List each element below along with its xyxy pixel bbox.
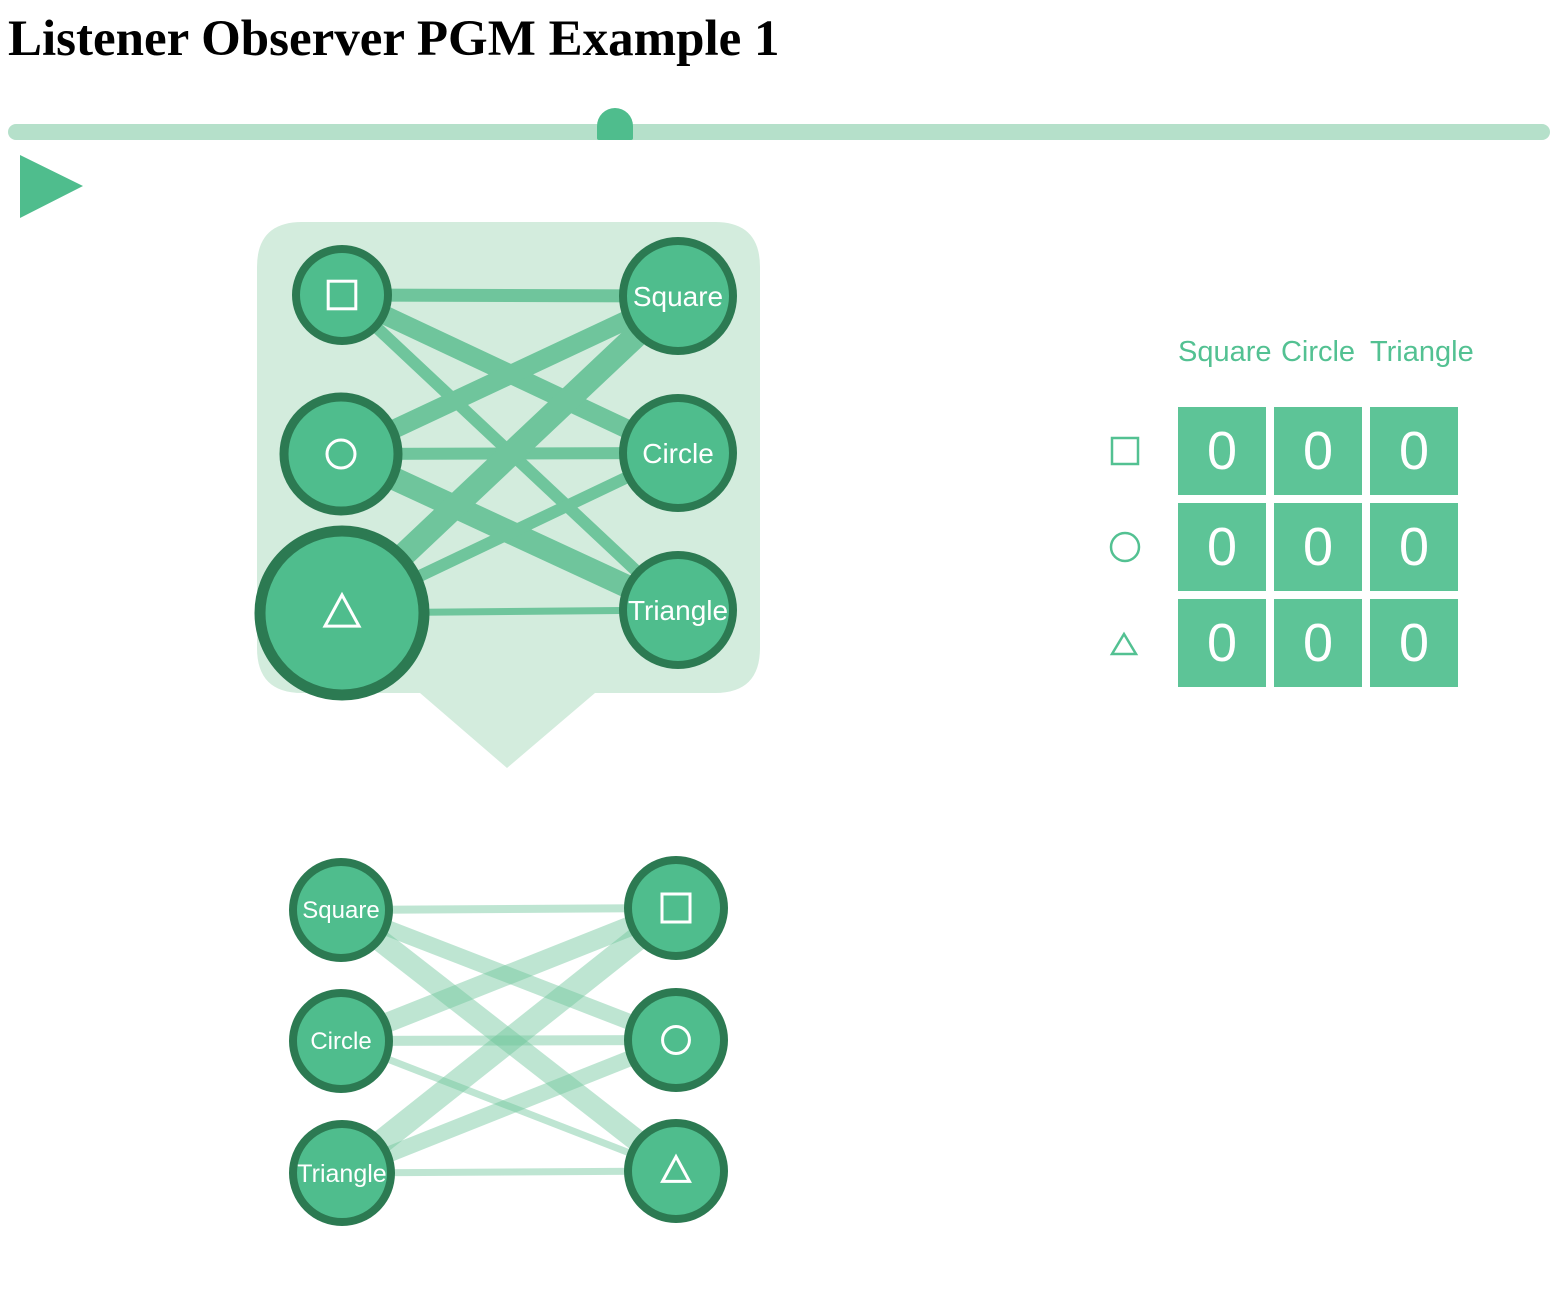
timeline-slider-track[interactable]	[8, 124, 1550, 140]
node-circle	[289, 858, 393, 962]
node-circle	[624, 988, 728, 1092]
node-label: Triangle	[628, 595, 728, 626]
node-circle	[624, 856, 728, 960]
node-circle	[624, 1119, 728, 1223]
edge-word-circle-sym-circle	[340, 1035, 677, 1046]
edge-word-triangle-sym-circle	[339, 1032, 679, 1181]
node-circle	[619, 237, 737, 355]
graph-node-word-circle[interactable]: Circle	[619, 394, 737, 512]
matrix-cell-2-1: 0	[1274, 599, 1362, 687]
graph-node-word-triangle[interactable]: Triangle	[619, 551, 737, 669]
node-circle	[619, 394, 737, 512]
node-circle	[292, 245, 392, 345]
graph-node-word-square[interactable]: Square	[289, 858, 393, 962]
edge-word-triangle-sym-triangle	[341, 1167, 677, 1177]
edge-word-square-sym-square	[340, 904, 677, 914]
node-circle	[619, 551, 737, 669]
graph-node-sym-triangle[interactable]	[254, 525, 430, 701]
node-label: Square	[302, 897, 379, 924]
node-label: Square	[633, 281, 723, 312]
edge-word-triangle-sym-square	[334, 898, 684, 1183]
node-label: Circle	[642, 438, 714, 469]
matrix-col-header-circle: Circle	[1280, 336, 1356, 368]
graph-node-sym-circle[interactable]	[279, 392, 403, 516]
edge-word-circle-sym-triangle	[339, 1037, 678, 1175]
node-label: Circle	[310, 1028, 371, 1055]
circle-icon	[1109, 531, 1141, 563]
node-circle	[279, 392, 403, 516]
matrix-row-label	[1104, 435, 1178, 467]
node-label: Triangle	[297, 1160, 386, 1188]
matrix-row-label	[1104, 627, 1178, 659]
matrix-cell-1-2: 0	[1370, 503, 1458, 591]
graph-node-word-triangle[interactable]: Triangle	[289, 1120, 395, 1226]
graph-node-word-circle[interactable]: Circle	[289, 989, 393, 1093]
graph-node-sym-circle[interactable]	[624, 988, 728, 1092]
matrix-col-header-square: Square	[1178, 336, 1272, 368]
circle-icon	[325, 438, 357, 470]
square-icon	[660, 892, 692, 924]
matrix-cell-0-2: 0	[1370, 407, 1458, 495]
matrix-cell-2-0: 0	[1178, 599, 1266, 687]
graph-node-sym-square[interactable]	[292, 245, 392, 345]
triangle-icon	[322, 591, 362, 628]
matrix-cell-2-2: 0	[1370, 599, 1458, 687]
square-icon	[326, 279, 358, 311]
circle-icon	[661, 1025, 691, 1055]
node-circle	[289, 989, 393, 1093]
page-title: Listener Observer PGM Example 1	[8, 11, 780, 67]
edge-word-square-sym-circle	[338, 902, 679, 1048]
edge-word-square-sym-triangle	[334, 901, 683, 1180]
matrix-cell-1-1: 0	[1274, 503, 1362, 591]
square-icon	[1110, 436, 1140, 466]
matrix-row-label	[1104, 531, 1178, 563]
matrix-cell-1-0: 0	[1178, 503, 1266, 591]
graph-node-sym-square[interactable]	[624, 856, 728, 960]
slider-handle[interactable]	[597, 108, 634, 140]
play-icon	[20, 155, 83, 218]
triangle-icon	[660, 1153, 692, 1183]
graph-node-word-square[interactable]: Square	[619, 237, 737, 355]
triangle-icon	[1109, 631, 1139, 656]
play-button[interactable]	[20, 153, 86, 219]
edge-sym-circle-word-square	[336, 287, 683, 463]
matrix-cell-0-0: 0	[1178, 407, 1266, 495]
matrix-col-header-triangle: Triangle	[1370, 336, 1474, 368]
matrix-cell-0-1: 0	[1274, 407, 1362, 495]
node-circle	[289, 1120, 395, 1226]
graph-node-sym-triangle[interactable]	[624, 1119, 728, 1223]
edge-word-circle-sym-square	[337, 898, 680, 1051]
node-circle	[254, 525, 430, 701]
